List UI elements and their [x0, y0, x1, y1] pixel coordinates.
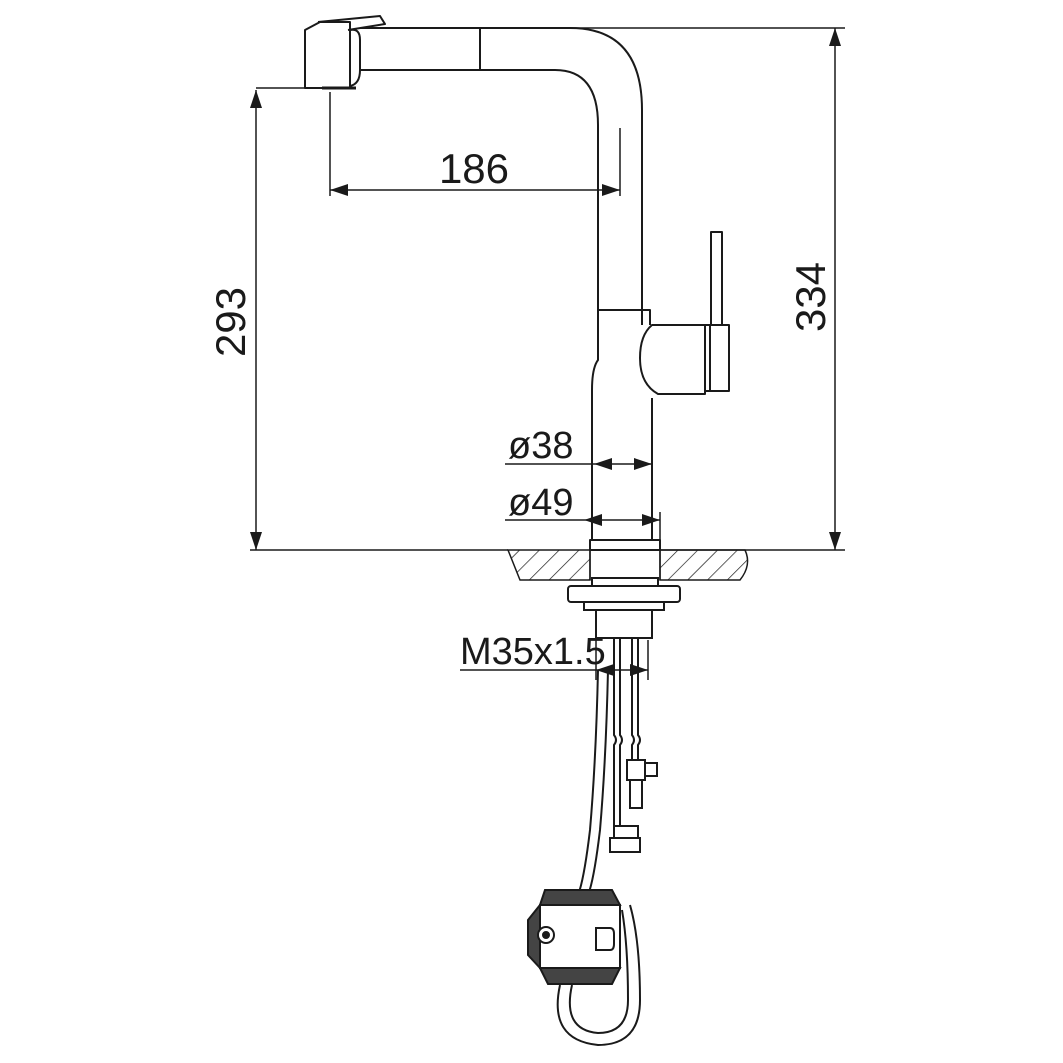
handle-lever	[710, 231, 723, 326]
spray-head-join	[349, 28, 361, 87]
hose-fitting-1	[626, 759, 646, 781]
hoses	[556, 638, 658, 1047]
body-left	[591, 310, 599, 548]
weight-top	[538, 889, 622, 906]
spray-head	[304, 21, 351, 89]
pullout-hose-outer	[577, 669, 599, 896]
thread-label: M35x1.5	[460, 631, 606, 673]
weight-left-side	[527, 902, 541, 971]
pullout-hose-inner	[587, 669, 609, 896]
supply-hose-right-inner	[637, 638, 641, 760]
hose-loop-outer	[556, 904, 642, 1047]
hose-loop-inner	[568, 909, 630, 1035]
mount-nut	[583, 601, 665, 611]
hose-weight	[527, 889, 622, 985]
hose-fitting-4	[609, 837, 641, 853]
spout-height-label: 293	[207, 287, 254, 357]
base-flange	[589, 539, 661, 551]
total-height-label: 334	[787, 262, 834, 332]
hose-fitting-1b	[644, 762, 658, 777]
dimension-lines	[250, 27, 845, 680]
countertop-right-section	[659, 549, 749, 581]
spout-inner	[360, 69, 599, 310]
hose-fitting-3	[613, 825, 639, 839]
faucet-body	[304, 15, 730, 551]
hose-fitting-2	[629, 779, 643, 809]
base-diameter-label: ø49	[508, 482, 573, 524]
reach-label: 186	[439, 145, 509, 192]
body-diameter-label: ø38	[508, 425, 573, 467]
countertop	[250, 549, 749, 581]
mount-washer	[567, 585, 681, 603]
handle-housing	[639, 324, 706, 395]
weight-slot	[595, 927, 615, 951]
threaded-shank	[595, 609, 653, 639]
body-upper	[598, 309, 651, 325]
weight-bottom	[538, 967, 622, 985]
supply-hose-left	[613, 638, 617, 830]
mount-gasket	[591, 577, 659, 587]
handle-cap	[704, 324, 730, 392]
supply-hose-right	[631, 638, 635, 760]
supply-hose-left-inner	[619, 638, 623, 830]
countertop-left-section	[506, 549, 591, 581]
under-mount	[567, 577, 681, 639]
